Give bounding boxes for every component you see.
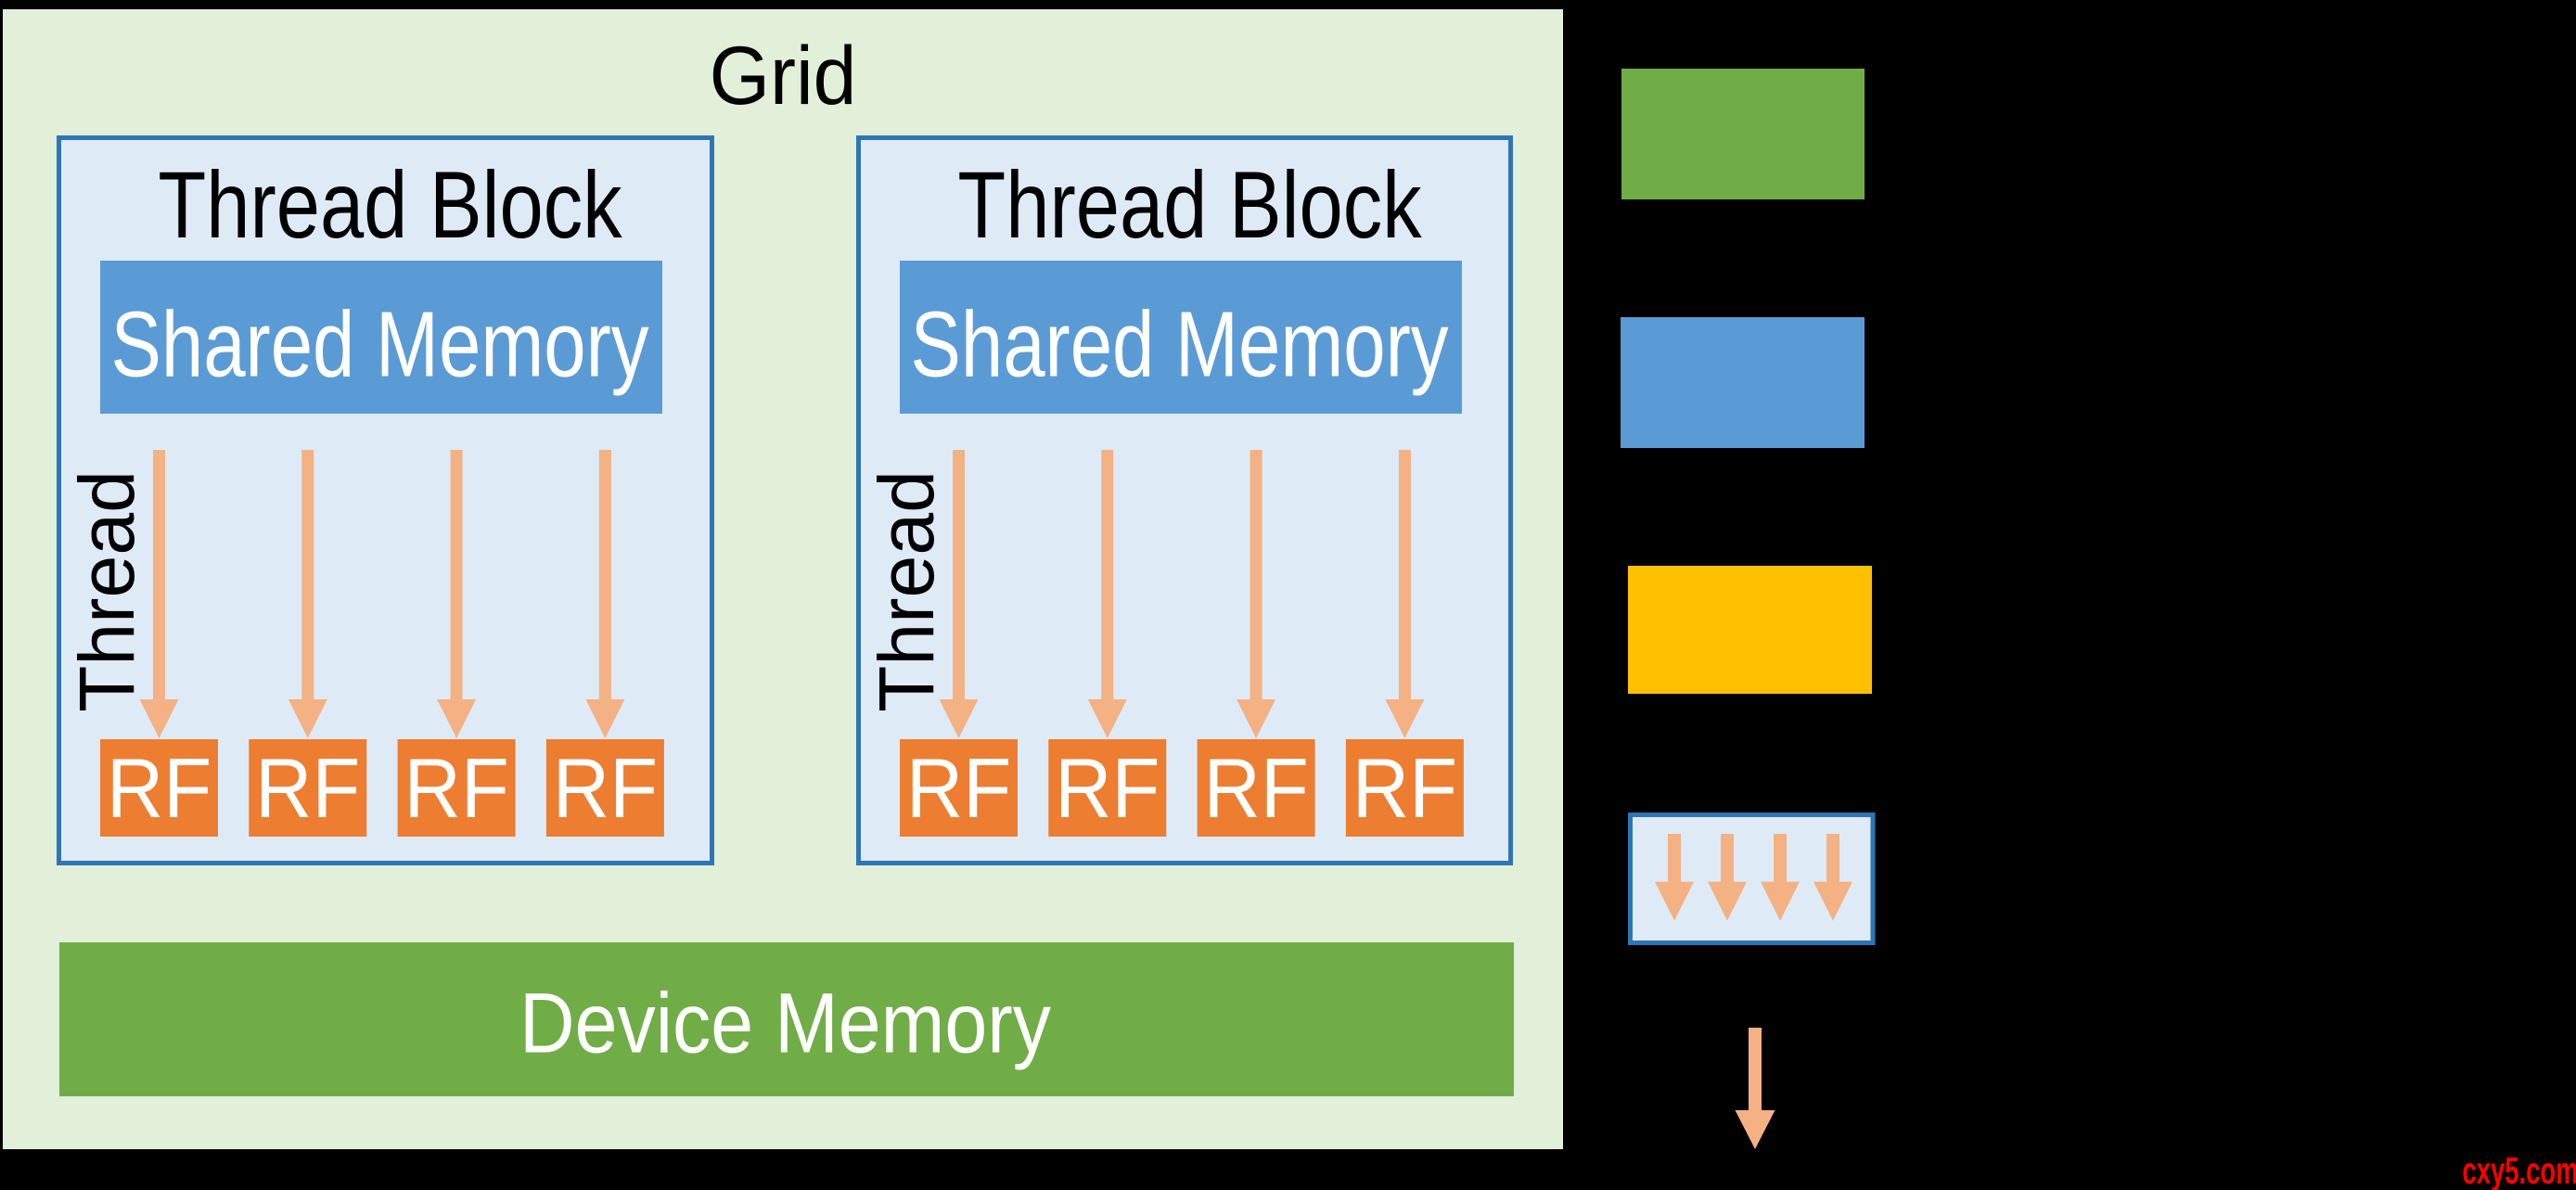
svg-text:RF: RF <box>1055 741 1160 835</box>
svg-text:cxy5.com: cxy5.com <box>2462 1150 2576 1190</box>
svg-text:Shared Memory: Shared Memory <box>110 293 648 397</box>
svg-text:Shared Memory: Shared Memory <box>910 293 1448 397</box>
svg-text:Thread Block: Thread Block <box>957 152 1422 258</box>
svg-text:RF: RF <box>553 741 658 835</box>
svg-text:RF: RF <box>1352 741 1457 835</box>
svg-text:Thread Block: Thread Block <box>158 152 622 258</box>
svg-text:RF: RF <box>107 741 211 835</box>
svg-text:Thread: Thread <box>62 470 150 712</box>
svg-text:Thread: Thread <box>862 470 950 712</box>
svg-text:RF: RF <box>404 741 508 835</box>
svg-text:Grid: Grid <box>710 31 857 122</box>
svg-text:RF: RF <box>1203 741 1308 835</box>
svg-text:RF: RF <box>255 741 360 835</box>
svg-text:RF: RF <box>906 741 1011 835</box>
svg-text:Device Memory: Device Memory <box>519 975 1051 1070</box>
